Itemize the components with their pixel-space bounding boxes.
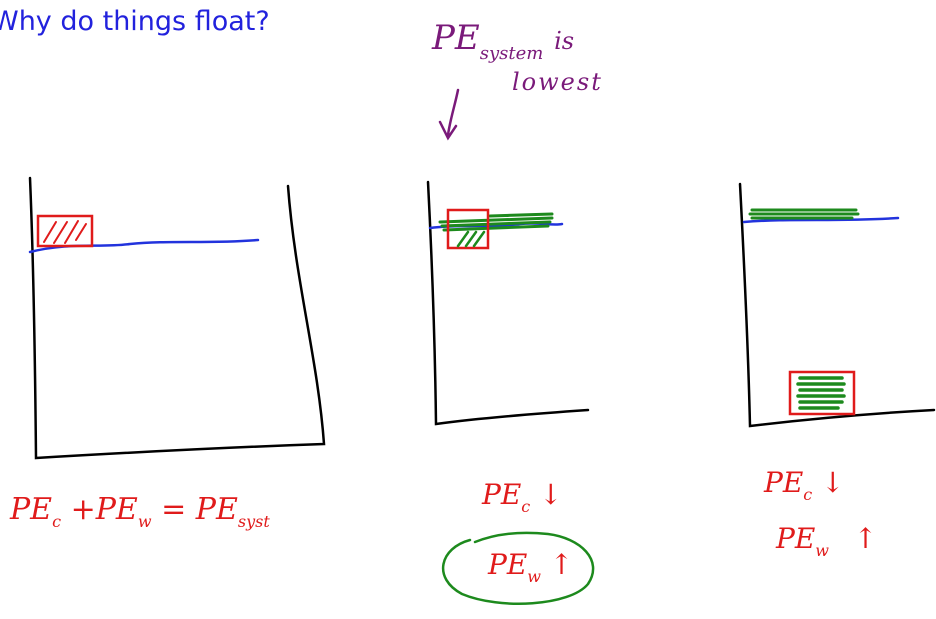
right-sunk-cube	[788, 370, 856, 416]
left-eq-sub-w: w	[137, 512, 152, 531]
pe-system-annotation: PEsystem is	[432, 18, 574, 64]
right-pew-up-icon: ↑	[853, 522, 878, 555]
left-eq-equals-pe: = PE	[161, 492, 238, 527]
down-arrow-icon	[438, 88, 460, 141]
highlight-circle	[441, 531, 595, 605]
right-container	[738, 182, 936, 428]
left-eq-pe: PE	[10, 492, 53, 527]
left-eq-plus-pe: +PE	[70, 492, 138, 527]
middle-pec-sub: c	[521, 497, 531, 516]
pe-system-text: PE	[432, 18, 480, 58]
right-pew-sub: w	[815, 541, 829, 560]
right-pec-text: PE	[764, 466, 804, 499]
right-green-layer	[748, 208, 860, 220]
right-pec-down-icon: ↓	[821, 466, 845, 499]
middle-pec-text: PE	[482, 478, 522, 511]
pe-system-is: is	[554, 27, 575, 55]
right-pew-text: PE	[776, 522, 816, 555]
right-pec-label: PEc ↓	[764, 466, 845, 504]
middle-green-displaced	[438, 212, 554, 232]
right-pec-sub: c	[803, 485, 813, 504]
middle-pew-up-icon: ↑	[549, 548, 574, 581]
middle-pec-down-icon: ↓	[539, 478, 563, 511]
left-cube-hatching	[43, 220, 87, 244]
middle-pec-label: PEc ↓	[482, 478, 563, 516]
left-equation: PEc +PEw = PEsyst	[10, 492, 270, 531]
left-floating-cube	[36, 214, 94, 248]
pe-system-subscript: system	[479, 43, 544, 64]
right-water-line	[742, 216, 900, 224]
right-cube-fill	[796, 376, 846, 410]
left-container	[28, 176, 326, 460]
lowest-annotation: lowest	[512, 68, 603, 96]
middle-container	[426, 180, 590, 426]
middle-pew-sub: w	[527, 567, 541, 586]
right-pew-label: PEw ↑	[776, 522, 877, 560]
middle-pew-label: PEw ↑	[488, 548, 573, 586]
middle-pew-text: PE	[488, 548, 528, 581]
page-title: Why do things float?	[0, 6, 270, 37]
left-eq-sub-c: c	[52, 512, 62, 531]
middle-floating-cube	[446, 208, 490, 250]
middle-cube-hatching	[456, 230, 486, 248]
left-eq-sub-syst: syst	[237, 512, 270, 531]
